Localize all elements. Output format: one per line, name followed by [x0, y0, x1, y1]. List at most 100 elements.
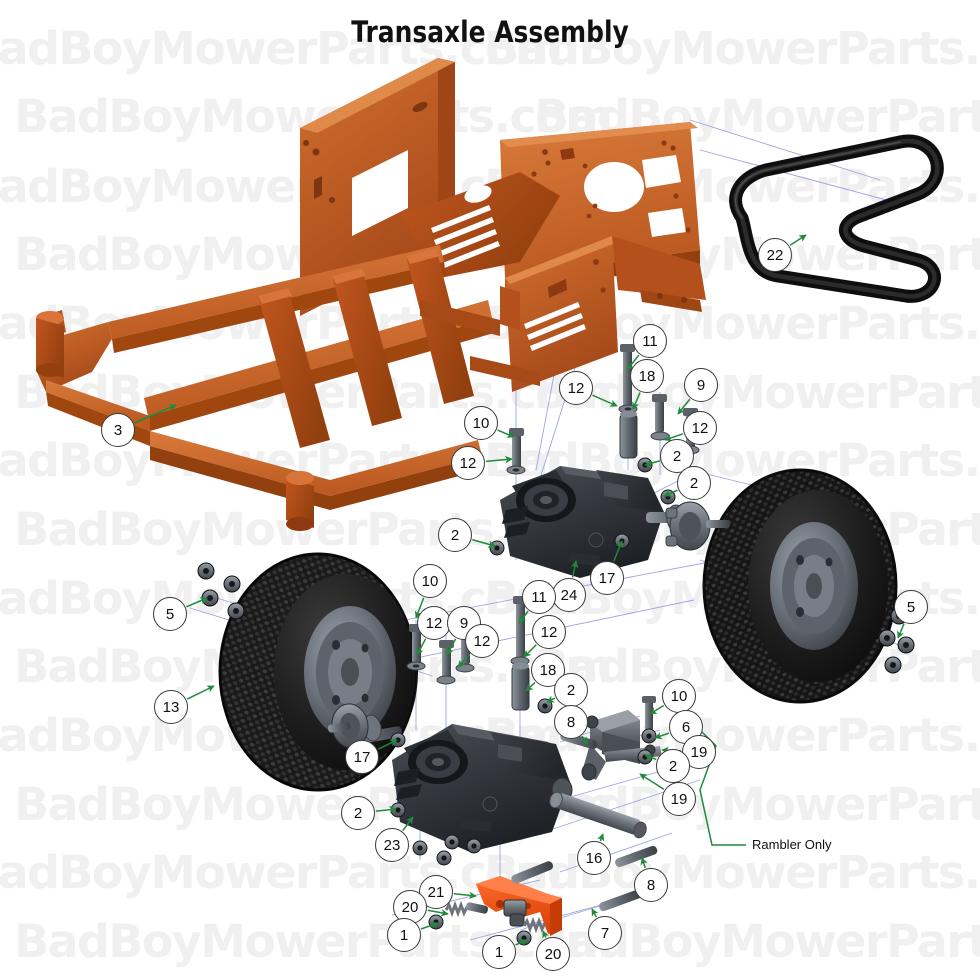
transaxle-part-23: [327, 703, 573, 852]
callout-bubble-5[interactable]: 5: [153, 597, 187, 631]
callout-arrow: [446, 638, 457, 656]
callout-arrow: [518, 610, 529, 624]
callout-bubble-20[interactable]: 20: [536, 937, 570, 971]
callout-arrow: [664, 433, 684, 442]
callout-arrow: [570, 560, 579, 578]
callout-number: 5: [165, 605, 175, 623]
callout-bubble-18[interactable]: 18: [630, 359, 664, 393]
callout-arrow: [592, 394, 618, 407]
callout-bubble-23[interactable]: 23: [375, 828, 409, 862]
callout-number: 12: [691, 419, 709, 437]
callout-bubble-12[interactable]: 12: [417, 606, 451, 640]
callout-bubble-8[interactable]: 8: [554, 705, 588, 739]
callout-bubble-2[interactable]: 2: [554, 673, 588, 707]
tire-part-13-left: [218, 552, 418, 792]
callout-bubble-10[interactable]: 10: [464, 406, 498, 440]
callout-number: 10: [670, 687, 688, 705]
callout-bubble-3[interactable]: 3: [101, 413, 135, 447]
callout-number: 22: [766, 246, 784, 264]
callout-number: 11: [642, 332, 658, 350]
callout-bubble-10[interactable]: 10: [413, 564, 447, 598]
callout-bubble-7[interactable]: 7: [588, 916, 622, 950]
callout-bubble-10[interactable]: 10: [662, 679, 696, 713]
callout-bubble-11[interactable]: 11: [522, 580, 556, 614]
page-title: Transaxle Assembly: [351, 15, 629, 49]
callout-bubble-2[interactable]: 2: [341, 796, 375, 830]
callout-bubble-5[interactable]: 5: [894, 590, 928, 624]
tire-right: [702, 468, 898, 704]
callout-arrow: [525, 681, 536, 692]
callout-number: 1: [494, 943, 504, 961]
callout-number: 18: [539, 661, 557, 679]
callout-number: 19: [670, 790, 688, 808]
callout-bubble-13[interactable]: 13: [154, 690, 188, 724]
callout-bubble-2[interactable]: 2: [677, 466, 711, 500]
callout-bubble-1[interactable]: 1: [482, 935, 516, 969]
tube-part-16: [549, 791, 647, 839]
callout-number: 19: [690, 743, 708, 761]
callout-bubble-12[interactable]: 12: [465, 624, 499, 658]
callout-arrow: [644, 753, 657, 761]
callout-bubble-19[interactable]: 19: [662, 782, 696, 816]
callout-arrow: [497, 429, 515, 438]
callout-number: 2: [689, 474, 699, 492]
callout-arrow: [414, 597, 425, 619]
callout-arrow: [639, 773, 665, 790]
bracket-part-19: [581, 710, 662, 781]
callout-bubble-12[interactable]: 12: [532, 615, 566, 649]
callout-number: 12: [425, 614, 443, 632]
callout-number: 2: [566, 681, 576, 699]
callout-number: 12: [473, 632, 491, 650]
callout-bubble-8[interactable]: 8: [634, 868, 668, 902]
callout-number: 5: [906, 598, 916, 616]
callout-number: 20: [401, 898, 419, 916]
callout-bubble-17[interactable]: 17: [345, 740, 379, 774]
callout-bubble-12[interactable]: 12: [559, 371, 593, 405]
callout-number: 1: [399, 926, 409, 944]
callout-bubble-2[interactable]: 2: [656, 749, 690, 783]
callout-bubble-9[interactable]: 9: [684, 368, 718, 402]
belt-part-22: [729, 134, 944, 303]
callout-arrow: [640, 857, 648, 869]
callout-number: 18: [638, 367, 656, 385]
callout-bubble-12[interactable]: 12: [683, 411, 717, 445]
callout-arrow: [677, 398, 691, 415]
callout-bubble-11[interactable]: 11: [633, 324, 667, 358]
callout-bubble-17[interactable]: 17: [590, 561, 624, 595]
callout-bubble-18[interactable]: 18: [531, 653, 565, 687]
callout-bubble-12[interactable]: 12: [451, 446, 485, 480]
callout-arrow: [457, 653, 471, 668]
callout-bubble-24[interactable]: 24: [552, 578, 586, 612]
callout-number: 16: [585, 849, 603, 867]
callout-number: 10: [421, 572, 439, 590]
callout-arrow: [453, 891, 477, 900]
callout-number: 20: [544, 945, 562, 963]
callout-arrow: [186, 597, 208, 608]
callout-arrow: [134, 404, 177, 424]
callout-bubble-16[interactable]: 16: [577, 841, 611, 875]
callout-bubble-1[interactable]: 1: [387, 918, 421, 952]
callout-arrow: [580, 735, 589, 745]
callout-arrow: [644, 459, 660, 467]
callout-arrow: [649, 704, 665, 715]
callout-arrow: [375, 805, 397, 814]
callout-arrow: [472, 539, 496, 548]
callout-arrow: [897, 623, 905, 639]
callout-number: 13: [162, 698, 180, 716]
callout-arrow: [789, 234, 807, 246]
callout-arrow: [663, 489, 678, 497]
callout-bubble-2[interactable]: 2: [438, 518, 472, 552]
callout-arrow: [416, 638, 427, 656]
callout-arrow: [523, 644, 537, 658]
callout-number: 17: [598, 569, 616, 587]
callout-arrow: [632, 392, 641, 410]
callout-arrow: [515, 939, 528, 947]
callout-number: 8: [646, 876, 656, 894]
rambler-only-note: Rambler Only: [752, 837, 832, 852]
callout-arrow: [427, 909, 449, 917]
callout-arrow: [186, 685, 215, 700]
callout-number: 7: [600, 924, 610, 942]
callout-bubble-22[interactable]: 22: [758, 238, 792, 272]
